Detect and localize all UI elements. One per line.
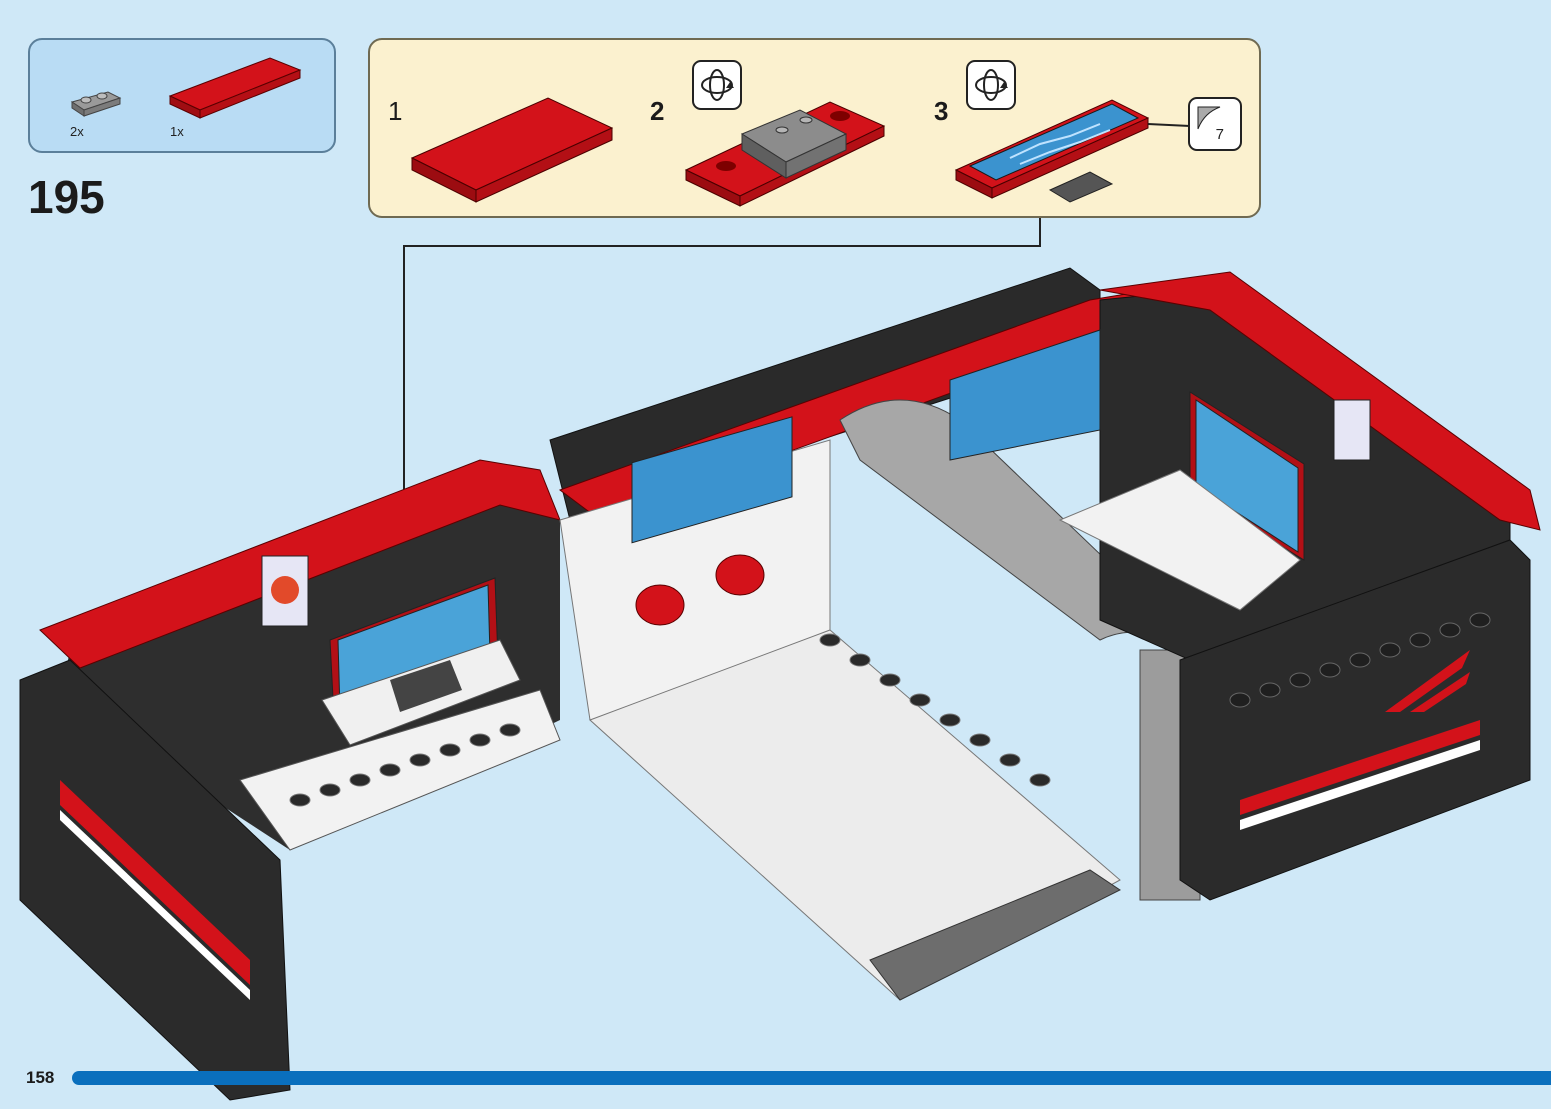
- substep-number-1: 1: [388, 96, 403, 126]
- sticker-peel-icon: [1196, 105, 1234, 143]
- callout-line: [403, 218, 1041, 575]
- substep-1-red-tile: [410, 97, 614, 203]
- page-progress-bar: [72, 1071, 1551, 1085]
- part-count-clip: 2x: [70, 124, 84, 139]
- sticker-reference: 7: [1188, 97, 1242, 151]
- left-room: [19, 459, 561, 1101]
- part-count-tile: 1x: [170, 124, 184, 139]
- substep-number-3: 3: [934, 96, 949, 126]
- substep-3-plate-with-sticker: [954, 99, 1191, 203]
- substep-2-plate-with-clips: [684, 101, 886, 207]
- step-number: 195: [28, 171, 105, 223]
- subassembly-box: 1 2 3: [368, 38, 1261, 218]
- substep-number-2: 2: [650, 96, 665, 126]
- parts-icons: [70, 57, 302, 119]
- subassembly-illustrations: [410, 97, 1191, 207]
- red-tile-icon: [168, 57, 302, 119]
- rotate-model-icon: [692, 60, 742, 110]
- right-room: [949, 271, 1541, 901]
- grey-clip-plate-icon: [70, 91, 122, 117]
- rotate-model-icon-2: [966, 60, 1016, 110]
- page-number: 158: [26, 1068, 55, 1087]
- parts-list-box: 2x 1x: [28, 38, 336, 153]
- sticker-number: 7: [1215, 126, 1224, 143]
